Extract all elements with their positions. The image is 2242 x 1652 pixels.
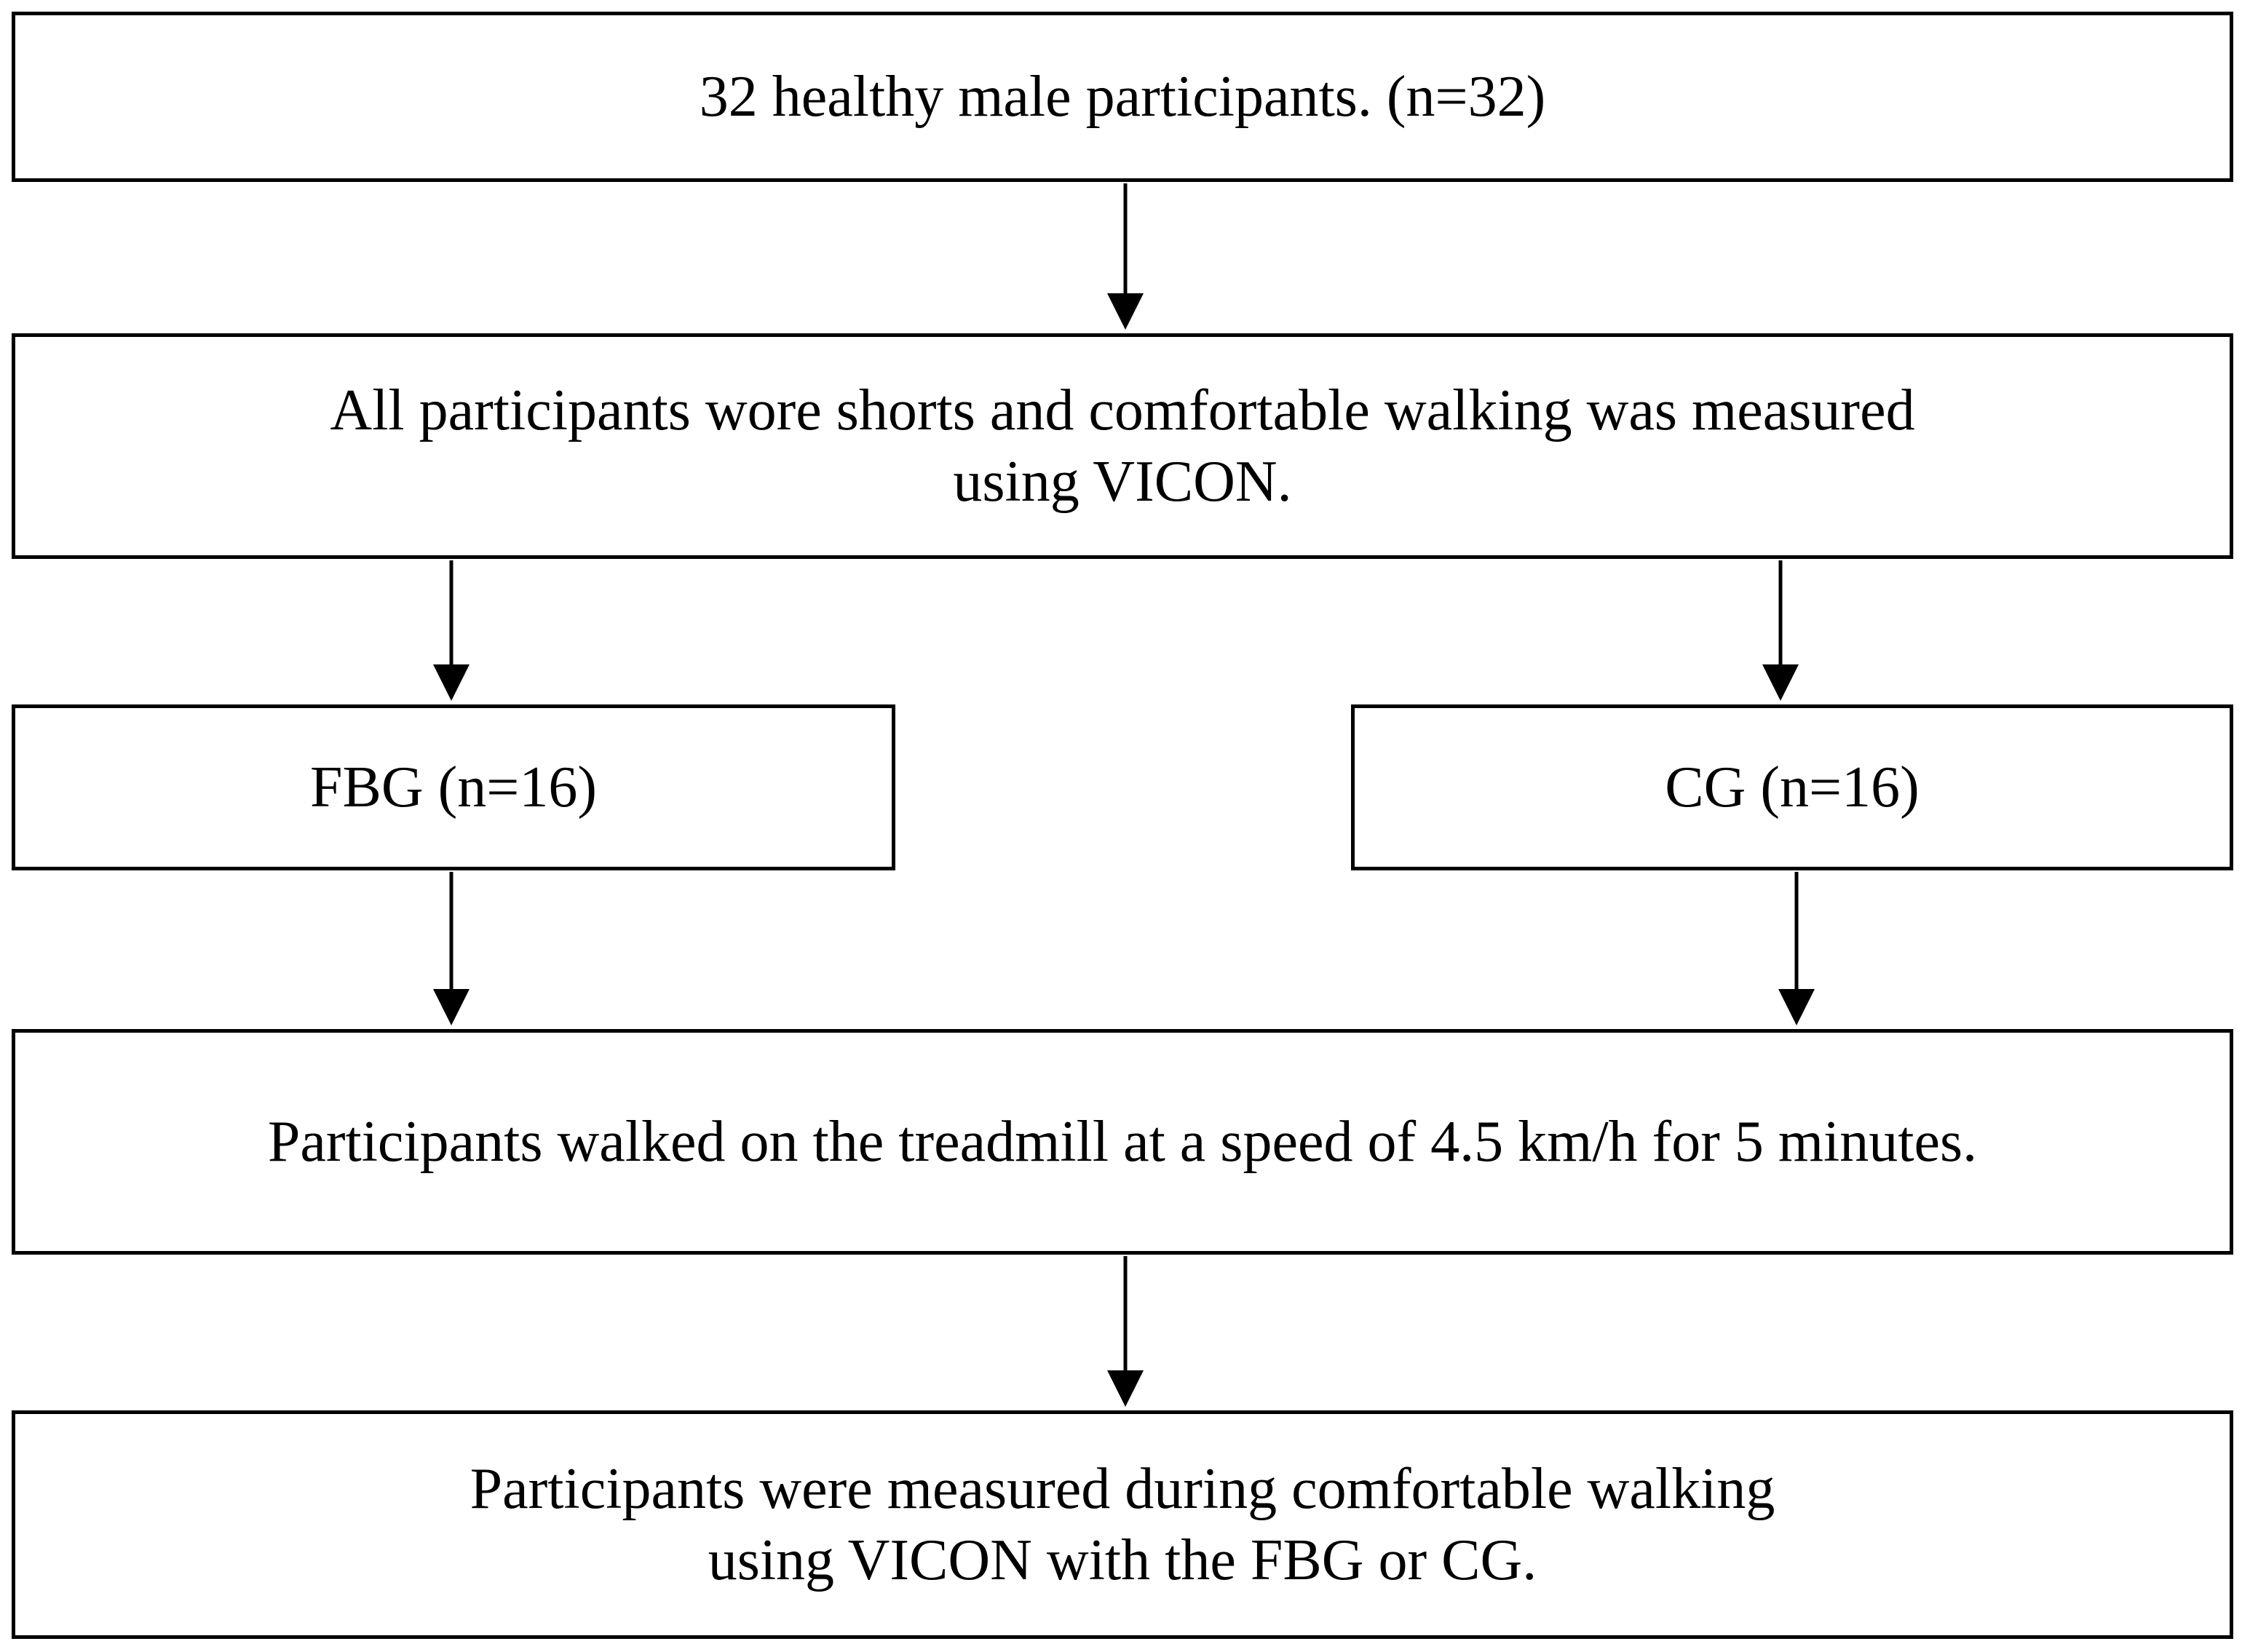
participants-text: 32 healthy male participants. (n=32) [699, 65, 1546, 129]
fbg-group-box: FBG (n=16) [12, 704, 895, 870]
final-measurement-text: Participants were measured during comfor… [470, 1457, 1775, 1592]
baseline-measurement-text: All participants wore shorts and comfort… [330, 378, 1915, 514]
cg-group-text: CG (n=16) [1665, 755, 1920, 819]
fbg-group-text: FBG (n=16) [309, 755, 598, 819]
baseline-measurement-box: All participants wore shorts and comfort… [12, 333, 2233, 559]
cg-group-box: CG (n=16) [1351, 704, 2233, 870]
treadmill-walk-box: Participants walked on the treadmill at … [12, 1029, 2233, 1255]
final-measurement-box: Participants were measured during comfor… [12, 1410, 2233, 1639]
participants-box: 32 healthy male participants. (n=32) [12, 12, 2233, 182]
treadmill-walk-text: Participants walked on the treadmill at … [267, 1110, 1978, 1174]
